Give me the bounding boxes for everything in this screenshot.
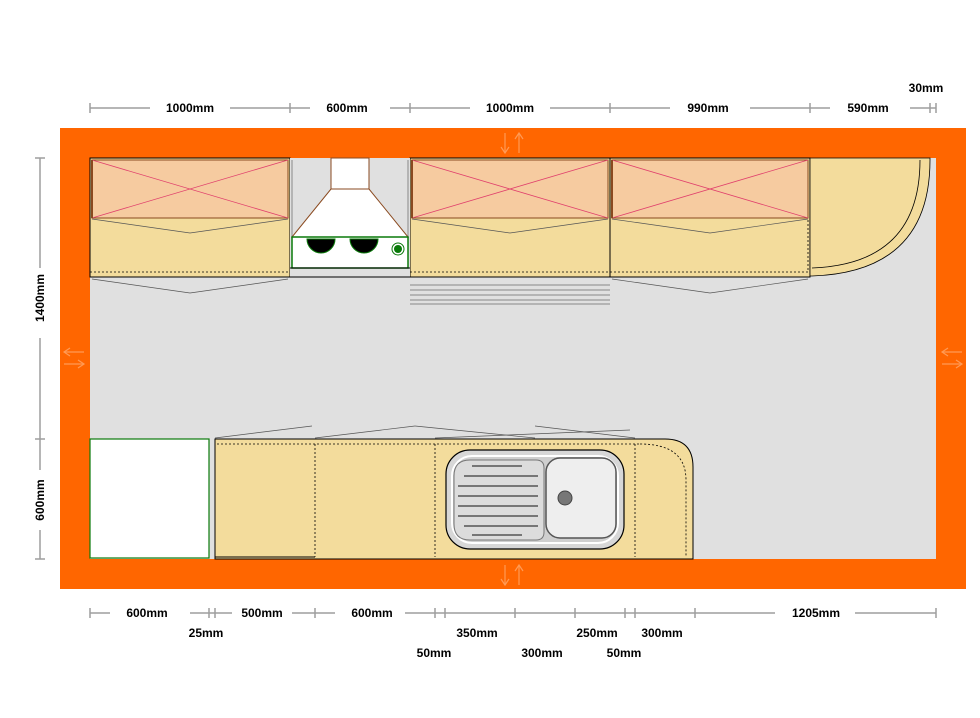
- sink-drain-icon: [557, 490, 573, 506]
- wall-cabinet: [611, 159, 809, 219]
- dimension-label: 590mm: [847, 101, 888, 115]
- dimension-label: 300mm: [521, 646, 562, 660]
- extractor-hood: [330, 157, 370, 190]
- dimension-label: 990mm: [687, 101, 728, 115]
- dimension-labels: 1000mm 600mm 1000mm 990mm 590mm 30mm 140…: [33, 81, 943, 660]
- dimension-label: 300mm: [641, 626, 682, 640]
- door-markers: [62, 131, 964, 587]
- dimension-label: 600mm: [351, 606, 392, 620]
- dimension-label: 350mm: [456, 626, 497, 640]
- corner-unit: [809, 157, 931, 277]
- dimension-label: 600mm: [326, 101, 367, 115]
- dimension-label: 600mm: [33, 479, 47, 520]
- floor-hatch: [410, 284, 610, 305]
- hob-burner-icon: [349, 238, 379, 254]
- dimension-label: 30mm: [909, 81, 944, 95]
- sink-bowl: [545, 457, 617, 539]
- hob-unit: [290, 157, 410, 278]
- dimension-label: 1400mm: [33, 274, 47, 322]
- hob-burner-icon: [306, 238, 336, 254]
- sink: [445, 449, 625, 550]
- dimension-label: 25mm: [189, 626, 224, 640]
- top-wall-cabinets: [91, 159, 809, 219]
- vertical-arrows-icon: [500, 131, 524, 155]
- wall-cabinet: [91, 159, 289, 219]
- corner-unit-inner: [811, 159, 921, 269]
- dimension-lines: [35, 103, 937, 618]
- dimension-label: 600mm: [126, 606, 167, 620]
- door-swing-lines-bottom: [214, 425, 636, 439]
- door-swing-lines: [91, 218, 809, 294]
- dimension-label: 50mm: [607, 646, 642, 660]
- wall-cabinet: [411, 159, 609, 219]
- dimension-label: 1000mm: [486, 101, 534, 115]
- horizontal-arrows-icon: [940, 347, 964, 369]
- dimension-label: 50mm: [417, 646, 452, 660]
- appliance-space: [89, 438, 210, 559]
- vertical-arrows-icon: [500, 563, 524, 587]
- dimension-label: 250mm: [576, 626, 617, 640]
- dimension-label: 1000mm: [166, 101, 214, 115]
- dimension-label: 1205mm: [792, 606, 840, 620]
- dimension-label: 500mm: [241, 606, 282, 620]
- horizontal-arrows-icon: [62, 347, 86, 369]
- sink-drainer: [453, 459, 545, 541]
